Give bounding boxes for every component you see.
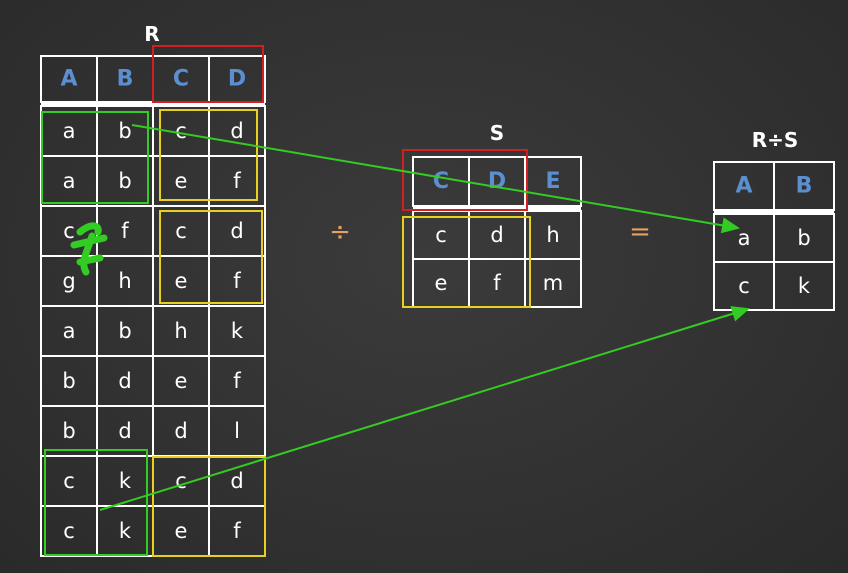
relation-s-header-label: E (545, 169, 560, 194)
result-header-divider (714, 210, 834, 214)
relation-r-cell-value: b (118, 169, 131, 193)
relation-r-cell-value: d (174, 419, 187, 443)
relation-r-cell-value: g (62, 269, 75, 293)
relation-s-cell-value: f (493, 271, 501, 295)
result-cell (773, 261, 835, 311)
relation-r-cell-value: d (230, 119, 243, 143)
relation-r-cell-value: a (63, 119, 76, 143)
relation-r-cell-value: d (118, 369, 131, 393)
s-cd-rows-highlight (402, 216, 531, 308)
relation-r-header-label: D (228, 67, 246, 92)
result-cell-value: c (738, 274, 750, 298)
relation-r-cell-value: d (230, 219, 243, 243)
relation-r-cell-value: c (175, 469, 187, 493)
relation-s-header-label: C (433, 169, 449, 194)
relation-r-cell-value: b (62, 419, 75, 443)
arrow-ab-to-result (131, 124, 740, 234)
relation-r-cell-value: f (233, 519, 241, 543)
relation-r-header-divider (41, 102, 265, 106)
cross-out-scribble (70, 222, 108, 276)
r-group3-cd-highlight (152, 456, 266, 557)
relation-r-cell-value: c (175, 119, 187, 143)
relation-r-cell-value: f (233, 369, 241, 393)
r-cd-header-highlight (152, 45, 264, 103)
r-ab-group3-highlight (44, 449, 148, 556)
relation-r-cell-value: a (63, 319, 76, 343)
relation-r-title: R (144, 22, 159, 46)
relation-r-cell-value: c (63, 469, 75, 493)
relation-r-cell-value: f (233, 269, 241, 293)
r-ab-group1-highlight (41, 111, 149, 204)
relation-r-cell-value: e (175, 519, 188, 543)
relation-r-cell-value: f (121, 219, 129, 243)
relation-r-cell-value: c (63, 519, 75, 543)
relation-r-cell-value: l (234, 419, 240, 443)
relation-r-cell-value: e (175, 369, 188, 393)
relation-r-cell-value: a (63, 169, 76, 193)
result-title: R÷S (752, 128, 799, 152)
relation-r-header-label: A (60, 67, 77, 92)
relation-r-cell-value: f (233, 169, 241, 193)
relation-r-cell-value: d (118, 419, 131, 443)
relation-r-cell-value: b (62, 369, 75, 393)
relation-s-cell-value: c (435, 223, 447, 247)
relation-r-cell-value: h (118, 269, 131, 293)
relation-s-title: S (490, 121, 504, 145)
relation-r-header-label: B (117, 67, 134, 92)
result-header-label: B (796, 174, 813, 199)
relation-s-header-label: D (488, 169, 506, 194)
relation-r-cell-value: b (118, 119, 131, 143)
relation-r-cell-value: k (119, 469, 132, 493)
result-cell-value: a (738, 226, 751, 250)
relation-r-cell-value: k (119, 519, 132, 543)
arrow-ck-to-result (99, 306, 750, 511)
relation-r-cell-value: c (63, 219, 75, 243)
relation-s-cell-value: m (543, 271, 563, 295)
result-cell-value: b (797, 226, 810, 250)
relation-s-cell-value: h (546, 223, 559, 247)
r-group2-cd-highlight (159, 210, 263, 304)
r-group1-cd-highlight (159, 109, 258, 201)
relation-s-cell-value: e (435, 271, 448, 295)
relation-r-cell-value: d (230, 469, 243, 493)
relation-r-cell-value: e (175, 269, 188, 293)
relation-r-cell-value: e (175, 169, 188, 193)
relation-r-header-label: C (173, 67, 189, 92)
relation-s-header-divider (413, 206, 581, 211)
relation-s-cell (524, 258, 582, 308)
relation-r-cell-value: b (118, 319, 131, 343)
result-cell-value: k (798, 274, 811, 298)
relation-r-cell-value: c (175, 219, 187, 243)
relation-r-cell-value: k (231, 319, 244, 343)
divide-operator: ÷ (329, 217, 351, 247)
relation-r-cell-value: h (174, 319, 187, 343)
relation-s-cell-value: d (490, 223, 503, 247)
result-header-label: A (735, 174, 752, 199)
equals-operator: = (629, 217, 651, 247)
s-cd-header-highlight (402, 149, 528, 211)
